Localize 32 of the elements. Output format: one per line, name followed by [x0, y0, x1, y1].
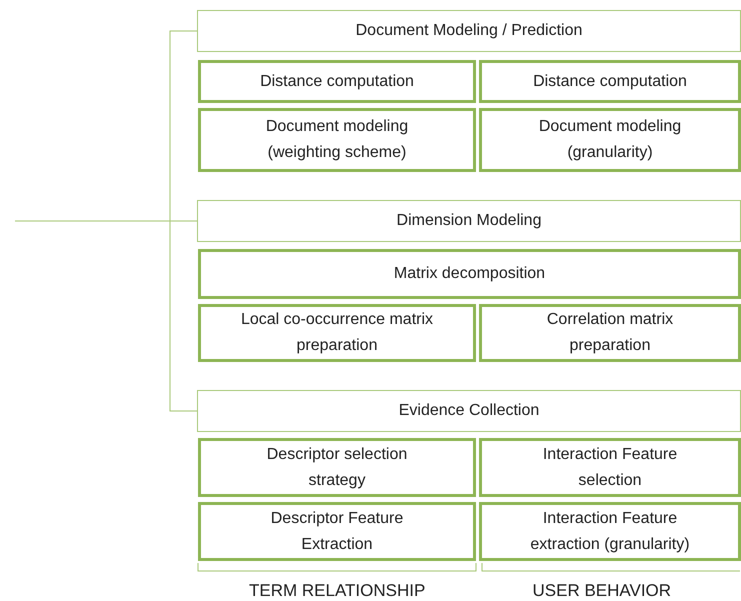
- column-label: TERM RELATIONSHIP: [249, 581, 426, 601]
- process-box: [198, 249, 741, 299]
- header-box: [197, 10, 741, 52]
- connector-line: [114, 220, 198, 412]
- box-text: Dimension Modeling: [396, 211, 542, 231]
- process-box: [198, 438, 476, 497]
- process-box: [479, 304, 741, 362]
- box-text: Distance computation: [533, 72, 687, 92]
- column-label: USER BEHAVIOR: [532, 581, 672, 601]
- connector-line: [14, 220, 116, 222]
- box-text: Descriptor selection strategy: [266, 444, 408, 490]
- process-box: [198, 60, 476, 103]
- process-box: [479, 438, 741, 497]
- header-box: [197, 200, 741, 242]
- box-text: Document Modeling / Prediction: [356, 21, 582, 41]
- box-text: Evidence Collection: [398, 401, 540, 421]
- process-box: [479, 60, 741, 103]
- process-box: [198, 502, 476, 561]
- process-box: [479, 502, 741, 561]
- box-text: Local co-occurrence matrix preparation: [240, 310, 434, 356]
- box-text: Descriptor Feature Extraction: [270, 508, 404, 554]
- box-text: Interaction Feature selection: [542, 444, 678, 490]
- box-text: Distance computation: [260, 72, 414, 92]
- process-box: [198, 304, 476, 362]
- box-text: Document modeling (granularity): [538, 117, 682, 163]
- box-text: Document modeling (weighting scheme): [264, 117, 410, 163]
- process-box: [198, 108, 476, 172]
- process-box: [479, 108, 741, 172]
- header-box: [197, 390, 741, 432]
- box-text: Correlation matrix preparation: [546, 310, 674, 356]
- box-text: Matrix decomposition: [394, 264, 546, 284]
- box-text: Interaction Feature extraction (granularity): [529, 508, 691, 554]
